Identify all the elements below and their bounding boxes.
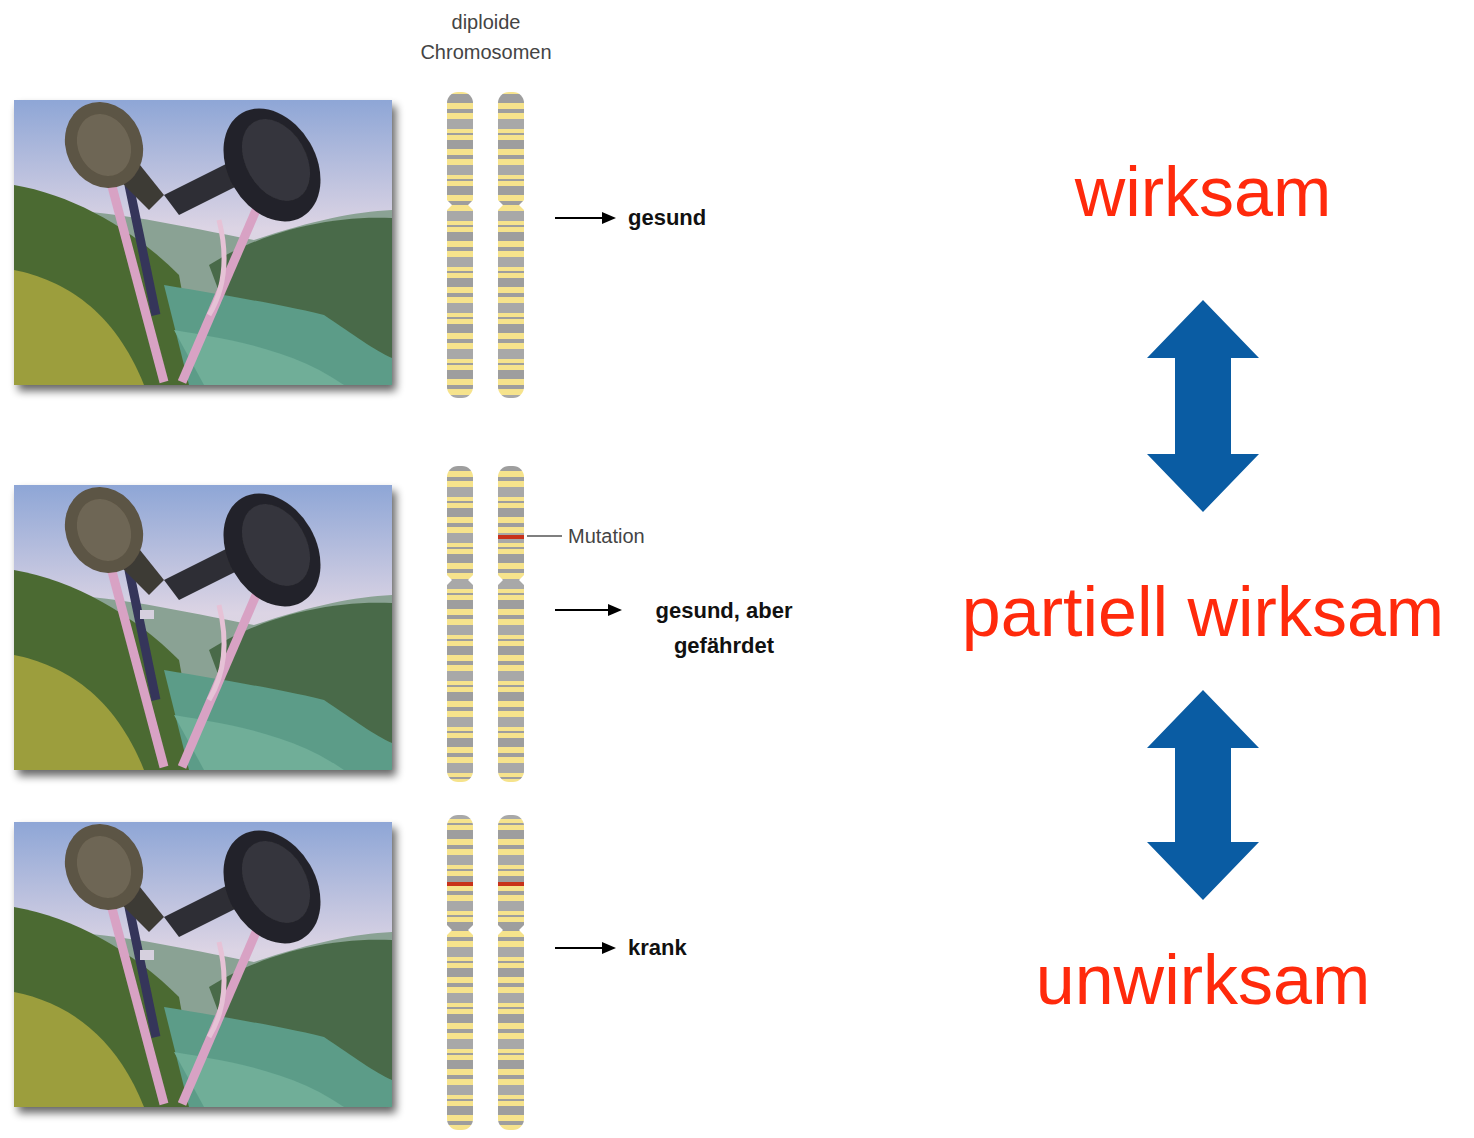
leader-arrow <box>555 604 622 616</box>
callout-label: Mutation <box>568 523 645 549</box>
leader-arrow <box>555 212 616 224</box>
double-arrow <box>1147 690 1259 900</box>
efficacy-state: partiell wirksam <box>962 577 1444 647</box>
centromere <box>445 573 526 587</box>
chromosome <box>447 92 473 398</box>
leader-line <box>527 535 562 537</box>
chromosome-pair <box>445 92 526 398</box>
mutation-band <box>498 882 524 886</box>
rope-break <box>140 950 154 960</box>
chromosome <box>447 815 473 1130</box>
chromosome <box>498 92 524 398</box>
leader-arrow <box>555 942 616 954</box>
photo-healthy <box>14 89 392 385</box>
state-text: wirksam <box>1075 153 1332 231</box>
outcome-label: gesund, aber gefährdet <box>629 593 819 663</box>
outcome-label: gesund <box>628 205 706 231</box>
centromere <box>445 198 526 212</box>
efficacy-state: wirksam <box>1075 157 1332 227</box>
state-text: unwirksam <box>1036 941 1371 1019</box>
photo-endangered <box>14 474 392 770</box>
chromosome <box>498 815 524 1130</box>
rope-break <box>204 960 220 972</box>
chromosome-pair <box>445 466 526 782</box>
chromosome-pair <box>445 815 526 1130</box>
chromosome <box>447 466 473 782</box>
photo-ill <box>14 811 392 1107</box>
state-text: partiell wirksam <box>962 573 1444 651</box>
outcome-label: krank <box>628 935 687 961</box>
bungee-photo <box>14 811 392 1107</box>
axis-heading: diploide Chromosomen <box>416 7 556 67</box>
centromere <box>445 923 526 937</box>
efficacy-state: unwirksam <box>1036 945 1371 1015</box>
chromosome <box>498 466 524 782</box>
mutation-band <box>498 535 524 539</box>
mutation-band <box>447 882 473 886</box>
rope-damage <box>140 610 154 619</box>
bungee-photo <box>14 89 392 385</box>
bungee-photo <box>14 474 392 770</box>
double-arrow <box>1147 300 1259 512</box>
